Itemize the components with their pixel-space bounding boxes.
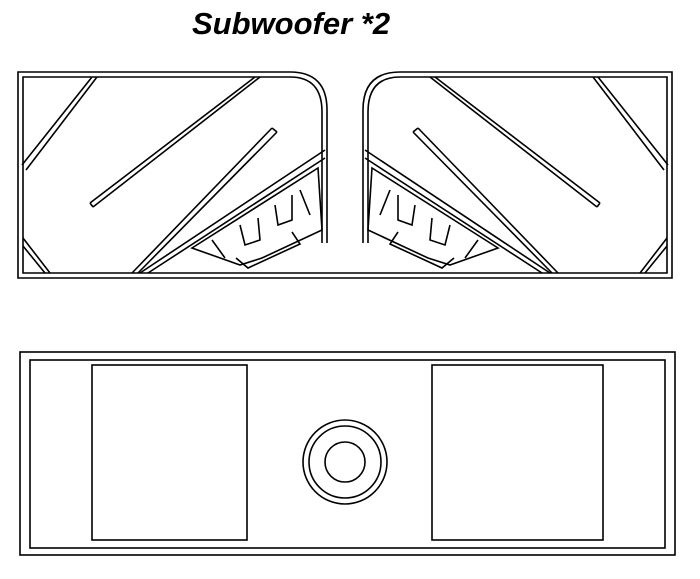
left-panel	[91, 364, 248, 541]
port-inner-ring	[308, 425, 382, 499]
port-center	[324, 441, 366, 483]
left-chamber	[17, 71, 345, 279]
right-panel	[431, 364, 604, 541]
diagram-title: Subwoofer *2	[192, 6, 391, 41]
front-inner-frame	[29, 359, 666, 549]
front-view	[19, 351, 676, 556]
right-chamber	[344, 71, 673, 279]
side-section-view	[17, 71, 673, 279]
port-outer-ring	[302, 419, 388, 505]
front-outer-frame	[19, 351, 676, 556]
